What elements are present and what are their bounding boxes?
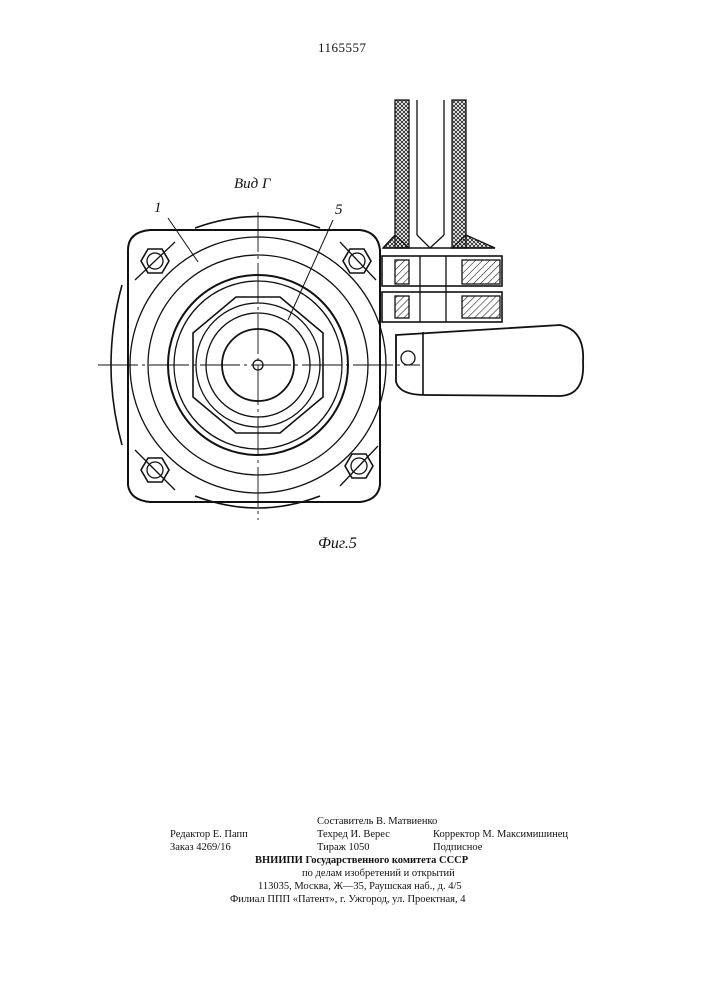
leader-1 (168, 218, 198, 262)
view-label: Вид Г (234, 176, 271, 193)
corrector: Корректор М. Максимишинец (433, 828, 568, 841)
editor: Редактор Е. Папп (170, 828, 248, 841)
plate-2-hatch-right (462, 296, 500, 318)
tube-cone (417, 235, 444, 248)
bolt-bottom-left (135, 450, 175, 490)
org-line-1: ВНИИПИ Государственного комитета СССР (255, 854, 468, 867)
subscription: Подписное (433, 841, 482, 854)
branch: Филиал ППП «Патент», г. Ужгород, ул. Про… (230, 893, 465, 906)
part-label-5: 5 (335, 202, 343, 219)
handle (396, 325, 583, 396)
plate-1-hatch-right (462, 260, 500, 284)
bolt-bottom-right (340, 446, 378, 486)
plate-2-hatch-left (395, 296, 409, 318)
bolt-top-right (340, 242, 376, 280)
compiler: Составитель В. Матвиенко (317, 815, 437, 828)
order: Заказ 4269/16 (170, 841, 231, 854)
part-label-1: 1 (154, 200, 162, 217)
org-line-2: по делам изобретений и открытий (302, 867, 455, 880)
tube-wall-right (452, 100, 466, 248)
bolt-top-left (135, 242, 175, 280)
techred: Техред И. Верес (317, 828, 390, 841)
figure-caption: Фиг.5 (318, 535, 357, 553)
housing-outer-arc (195, 217, 320, 229)
plate-1-hatch-left (395, 260, 409, 284)
circulation: Тираж 1050 (317, 841, 370, 854)
address: 113035, Москва, Ж—35, Раушская наб., д. … (258, 880, 462, 893)
tube-wall-left (395, 100, 409, 248)
handle-pivot (401, 351, 415, 365)
